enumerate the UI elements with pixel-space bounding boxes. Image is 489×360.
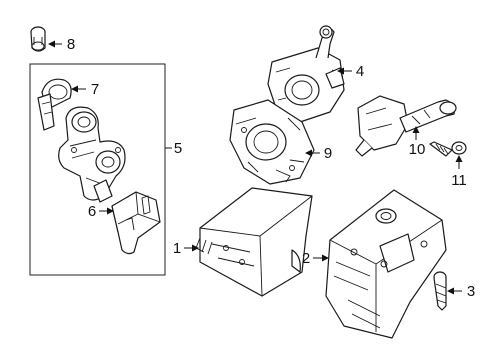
callout-4: 4 — [355, 63, 365, 80]
arrow-1 — [192, 244, 199, 252]
group-5-box — [29, 63, 166, 276]
callout-10: 10 — [408, 141, 426, 158]
arrow-11 — [455, 155, 463, 162]
callout-1: 1 — [172, 240, 182, 257]
arrow-8 — [48, 40, 55, 48]
arrow-2 — [322, 254, 329, 262]
part-7-ring — [37, 78, 72, 131]
part-1-upper-shroud — [195, 187, 313, 297]
callout-11: 11 — [451, 172, 467, 189]
arrow-7 — [71, 85, 78, 93]
part-10-stalk — [355, 95, 457, 157]
arrow-6 — [107, 207, 114, 215]
arrow-9 — [305, 149, 312, 157]
part-6-switch — [111, 191, 161, 255]
callout-9: 9 — [323, 145, 333, 162]
part-9-clockspring — [229, 99, 315, 185]
callout-7: 7 — [90, 81, 100, 98]
part-4-sensor — [267, 25, 345, 123]
part-2-lower-shroud — [325, 189, 447, 339]
part-5-lock-housing — [58, 106, 126, 203]
arrow-3 — [447, 287, 454, 295]
callout-5: 5 — [173, 140, 183, 157]
callout-3: 3 — [466, 283, 476, 300]
arrow-10 — [412, 126, 420, 133]
part-11-screw — [429, 141, 467, 157]
callout-8: 8 — [66, 36, 76, 53]
part-3-screw — [433, 271, 447, 311]
callout-2: 2 — [301, 250, 311, 267]
arrow-4 — [337, 67, 344, 75]
callout-6: 6 — [87, 203, 97, 220]
part-8-grommet — [30, 26, 46, 52]
